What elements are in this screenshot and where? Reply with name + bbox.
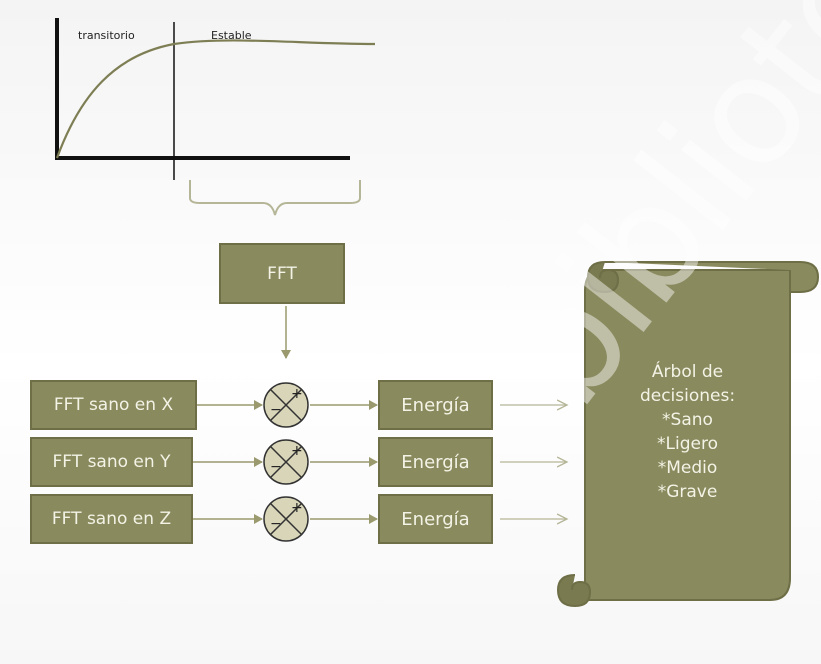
energy-box-x: Energía — [378, 380, 493, 430]
svg-text:−: − — [270, 516, 282, 532]
svg-text:+: + — [291, 500, 303, 516]
summing-junction-x: + − — [263, 382, 309, 428]
summing-junction-y: + − — [263, 439, 309, 485]
energy-box-z: Energía — [378, 494, 493, 544]
decision-tree-line-grave: *Grave — [657, 482, 718, 502]
fft-sano-z-box: FFT sano en Z — [30, 494, 193, 544]
decision-tree-line-sano: *Sano — [662, 410, 713, 430]
energy-y-label: Energía — [401, 451, 470, 473]
label-stable: Estable — [211, 29, 252, 42]
decision-tree-line-ligero: *Ligero — [657, 434, 718, 454]
svg-text:−: − — [270, 402, 282, 418]
energy-z-label: Energía — [401, 508, 470, 530]
fft-box: FFT — [219, 243, 345, 304]
label-transient: transitorio — [78, 29, 135, 42]
decision-tree-line-title: Árbol de — [651, 362, 724, 382]
decision-tree-line-medio: *Medio — [657, 458, 718, 478]
fft-sano-y-box: FFT sano en Y — [30, 437, 193, 487]
stable-region-brace — [189, 180, 361, 216]
fft-sano-x-box: FFT sano en X — [30, 380, 197, 430]
response-graph — [55, 18, 376, 180]
energy-box-y: Energía — [378, 437, 493, 487]
summing-junction-z: + − — [263, 496, 309, 542]
svg-text:−: − — [270, 459, 282, 475]
row-arrows — [193, 405, 567, 519]
decision-tree-text: Árbol de decisiones: *Sano *Ligero *Medi… — [600, 360, 775, 504]
fft-sano-z-label: FFT sano en Z — [51, 509, 172, 529]
decision-tree-line-subtitle: decisiones: — [639, 386, 736, 406]
decision-tree-scroll — [556, 261, 820, 608]
fft-box-label: FFT — [267, 263, 297, 284]
graph-response-curve — [55, 39, 376, 159]
svg-text:+: + — [291, 386, 303, 402]
energy-x-label: Energía — [401, 394, 470, 416]
svg-text:+: + — [291, 443, 303, 459]
fft-sano-x-label: FFT sano en X — [53, 395, 174, 415]
fft-sano-y-label: FFT sano en Y — [52, 452, 171, 472]
